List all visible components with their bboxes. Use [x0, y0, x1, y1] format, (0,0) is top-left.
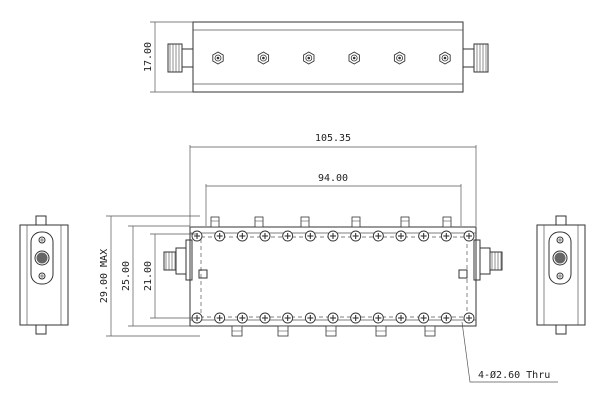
front-view-cavity-outline	[200, 236, 468, 318]
right-view-connector-flange	[548, 231, 572, 285]
hex-nut-icon	[254, 216, 264, 228]
top-view-body	[192, 21, 464, 93]
connector-center	[36, 252, 48, 264]
phillips-screw-icon	[463, 230, 475, 242]
dimension-hole-height: 21.00	[143, 261, 154, 291]
dimension-overall-length: 105.35	[315, 133, 351, 144]
phillips-screw-icon	[418, 312, 430, 324]
front-view: 105.35 94.00	[99, 133, 558, 383]
top-tuning-screws	[212, 51, 451, 65]
hex-nut-icon	[35, 324, 47, 335]
sma-connector-icon	[34, 250, 50, 266]
dimension-top-height: 17.00	[143, 42, 154, 72]
left-side-view	[19, 215, 69, 335]
phillips-screw-icon	[418, 230, 430, 242]
phillips-screw-icon	[327, 312, 339, 324]
dimension-hole-spacing: 94.00	[318, 173, 348, 184]
front-screw-rows	[191, 230, 475, 324]
phillips-screw-icon	[38, 272, 46, 280]
dimension-body-height: 25.00	[121, 261, 132, 291]
hex-nut-icon	[257, 51, 270, 65]
front-view-body	[189, 226, 477, 327]
phillips-screw-icon	[304, 312, 316, 324]
left-view-connector-flange	[30, 231, 54, 285]
hex-nut-icon	[555, 324, 567, 335]
hex-nut-icon	[375, 325, 387, 337]
hex-nut-icon	[277, 325, 289, 337]
front-view-connector-tab	[185, 239, 193, 281]
phillips-screw-icon	[214, 230, 226, 242]
phillips-screw-icon	[259, 312, 271, 324]
phillips-screw-icon	[556, 236, 564, 244]
phillips-screw-icon	[304, 230, 316, 242]
phillips-screw-icon	[327, 230, 339, 242]
hex-nut-icon	[212, 51, 224, 65]
phillips-screw-icon	[440, 312, 452, 324]
phillips-screw-icon	[236, 230, 248, 242]
hex-nut-icon	[210, 216, 220, 228]
dimension-max-height: 29.00 MAX	[99, 249, 110, 303]
hex-nut-icon	[300, 216, 310, 228]
front-view-mark	[198, 269, 208, 279]
phillips-screw-icon	[372, 230, 384, 242]
front-view-connector-tab	[473, 239, 481, 281]
hex-nut-icon	[555, 215, 567, 226]
sma-connector-icon	[479, 247, 503, 275]
top-view: 17.00	[143, 21, 489, 93]
phillips-screw-icon	[259, 230, 271, 242]
sma-connector-icon	[462, 43, 489, 73]
phillips-screw-icon	[191, 230, 203, 242]
hex-nut-icon	[424, 325, 436, 337]
hex-nut-icon	[325, 325, 337, 337]
hex-nut-icon	[351, 216, 361, 228]
phillips-screw-icon	[236, 312, 248, 324]
phillips-screw-icon	[282, 230, 294, 242]
connector-center	[554, 252, 566, 264]
hex-nut-icon	[231, 325, 243, 337]
hex-nut-icon	[439, 51, 451, 65]
phillips-screw-icon	[350, 312, 362, 324]
phillips-screw-icon	[395, 230, 407, 242]
phillips-screw-icon	[372, 312, 384, 324]
hole-note-leader	[461, 321, 558, 383]
hex-nut-icon	[393, 51, 406, 65]
sma-connector-icon	[167, 43, 194, 73]
phillips-screw-icon	[395, 312, 407, 324]
hex-nut-icon	[442, 216, 452, 228]
phillips-screw-icon	[38, 236, 46, 244]
hex-nut-icon	[348, 51, 360, 65]
right-side-view	[536, 215, 586, 335]
phillips-screw-icon	[350, 230, 362, 242]
phillips-screw-icon	[440, 230, 452, 242]
sma-connector-icon	[552, 250, 568, 266]
phillips-screw-icon	[282, 312, 294, 324]
tuning-nut-stems	[210, 216, 452, 337]
phillips-screw-icon	[214, 312, 226, 324]
hole-note: 4-Ø2.60 Thru	[478, 369, 550, 381]
sma-connector-icon	[163, 247, 187, 275]
phillips-screw-icon	[463, 312, 475, 324]
phillips-screw-icon	[556, 272, 564, 280]
hex-nut-icon	[400, 216, 410, 228]
hex-nut-icon	[35, 215, 47, 226]
front-view-mark	[458, 269, 468, 279]
hex-nut-icon	[303, 51, 315, 65]
